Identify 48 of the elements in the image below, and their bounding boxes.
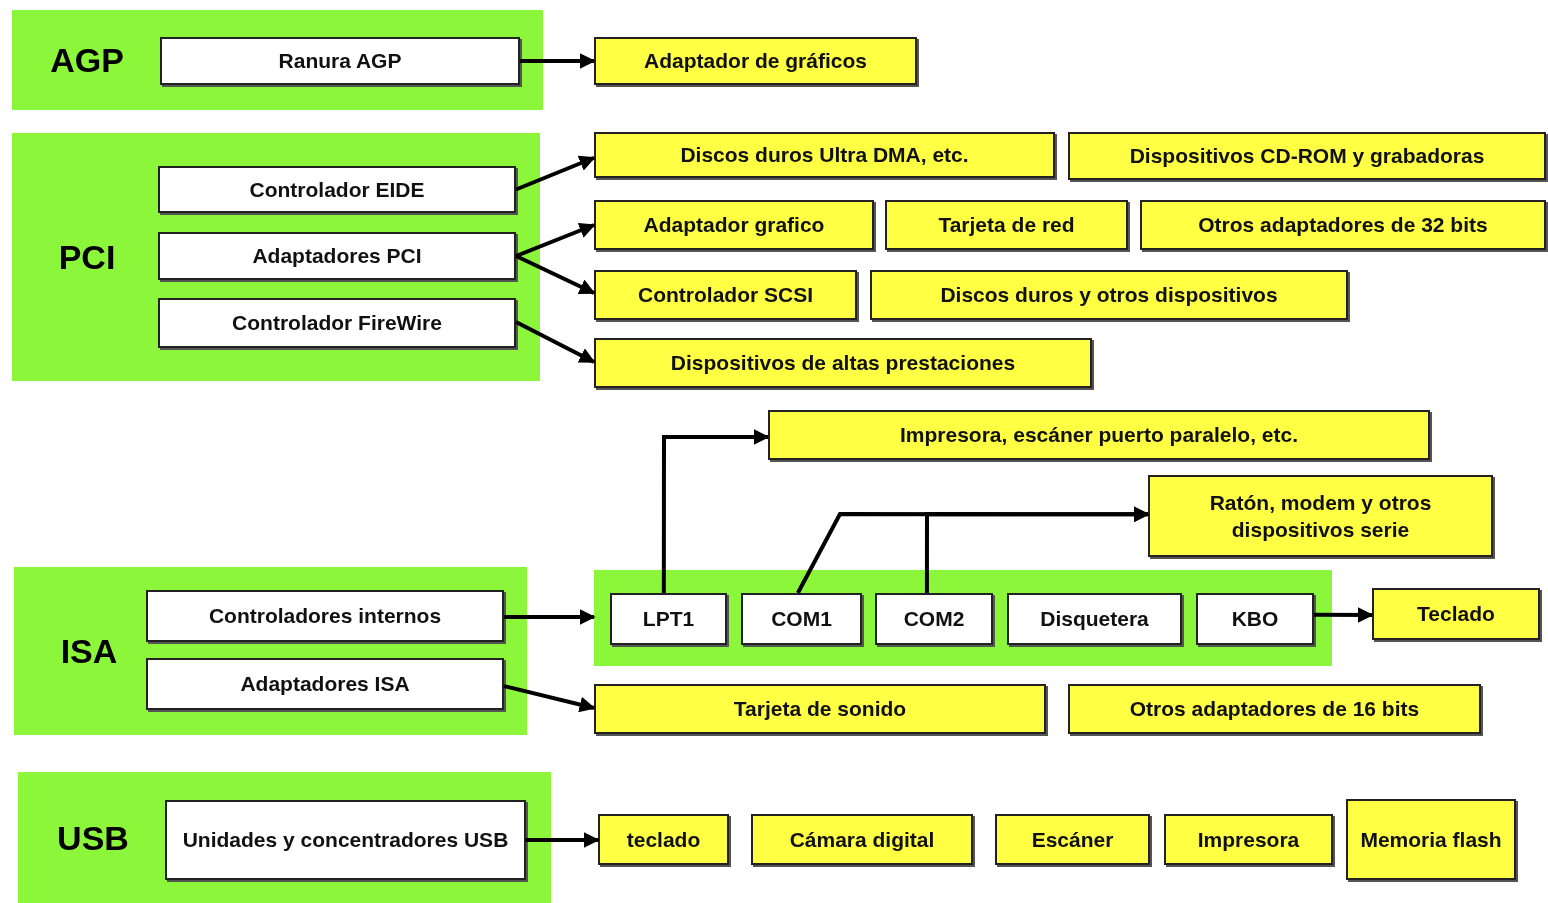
controller-box: Ranura AGP — [160, 37, 520, 85]
device-box: Ratón, modem y otros dispositivos serie — [1148, 475, 1493, 557]
arrow — [520, 53, 596, 69]
device-box: Dispositivos de altas prestaciones — [594, 338, 1092, 388]
controller-box: Disquetera — [1007, 593, 1182, 645]
port-panel — [594, 570, 1332, 666]
controller-box: KBO — [1196, 593, 1314, 645]
arrow — [515, 222, 596, 258]
controller-box: LPT1 — [610, 593, 727, 645]
arrow — [526, 832, 600, 848]
device-box: Adaptador grafico — [594, 200, 874, 250]
device-box: Otros adaptadores de 16 bits — [1068, 684, 1481, 734]
device-box: Dispositivos CD-ROM y grabadoras — [1068, 132, 1546, 180]
device-box: Cámara digital — [751, 814, 973, 865]
device-box: Otros adaptadores de 32 bits — [1140, 200, 1546, 250]
bus-band — [18, 772, 551, 903]
controller-box: Adaptadores PCI — [158, 232, 516, 280]
bus-name: AGP — [49, 40, 125, 80]
device-box: Impresora — [1164, 814, 1333, 865]
bus-band — [12, 10, 543, 110]
bus-name: USB — [56, 818, 130, 857]
device-box: Discos duros Ultra DMA, etc. — [594, 132, 1055, 178]
device-box: Controlador SCSI — [594, 270, 857, 320]
device-box: teclado — [598, 814, 729, 865]
controller-box: Adaptadores ISA — [146, 658, 504, 710]
arrow — [1314, 607, 1374, 623]
arrow — [515, 254, 596, 295]
controller-box: Controlador EIDE — [158, 166, 516, 213]
device-box: Tarjeta de red — [885, 200, 1128, 250]
controller-box: Unidades y concentradores USB — [165, 800, 526, 880]
device-box: Discos duros y otros dispositivos — [870, 270, 1348, 320]
device-box: Adaptador de gráficos — [594, 37, 917, 85]
device-box: Impresora, escáner puerto paralelo, etc. — [768, 410, 1430, 460]
bus-name: ISA — [59, 631, 119, 671]
controller-box: Controlador FireWire — [158, 298, 516, 348]
bus-name: PCI — [57, 237, 117, 277]
arrow — [504, 609, 596, 626]
arrow — [661, 429, 770, 593]
bus-band — [12, 133, 540, 381]
device-box: Memoria flash — [1346, 799, 1516, 880]
device-box: Teclado — [1372, 588, 1540, 640]
bus-band — [14, 567, 527, 735]
arrow — [924, 506, 1150, 593]
controller-box: COM1 — [741, 593, 862, 645]
device-box: Tarjeta de sonido — [594, 684, 1046, 734]
controller-box: Controladores internos — [146, 590, 504, 642]
controller-box: COM2 — [875, 593, 993, 645]
device-box: Escáner — [995, 814, 1150, 865]
